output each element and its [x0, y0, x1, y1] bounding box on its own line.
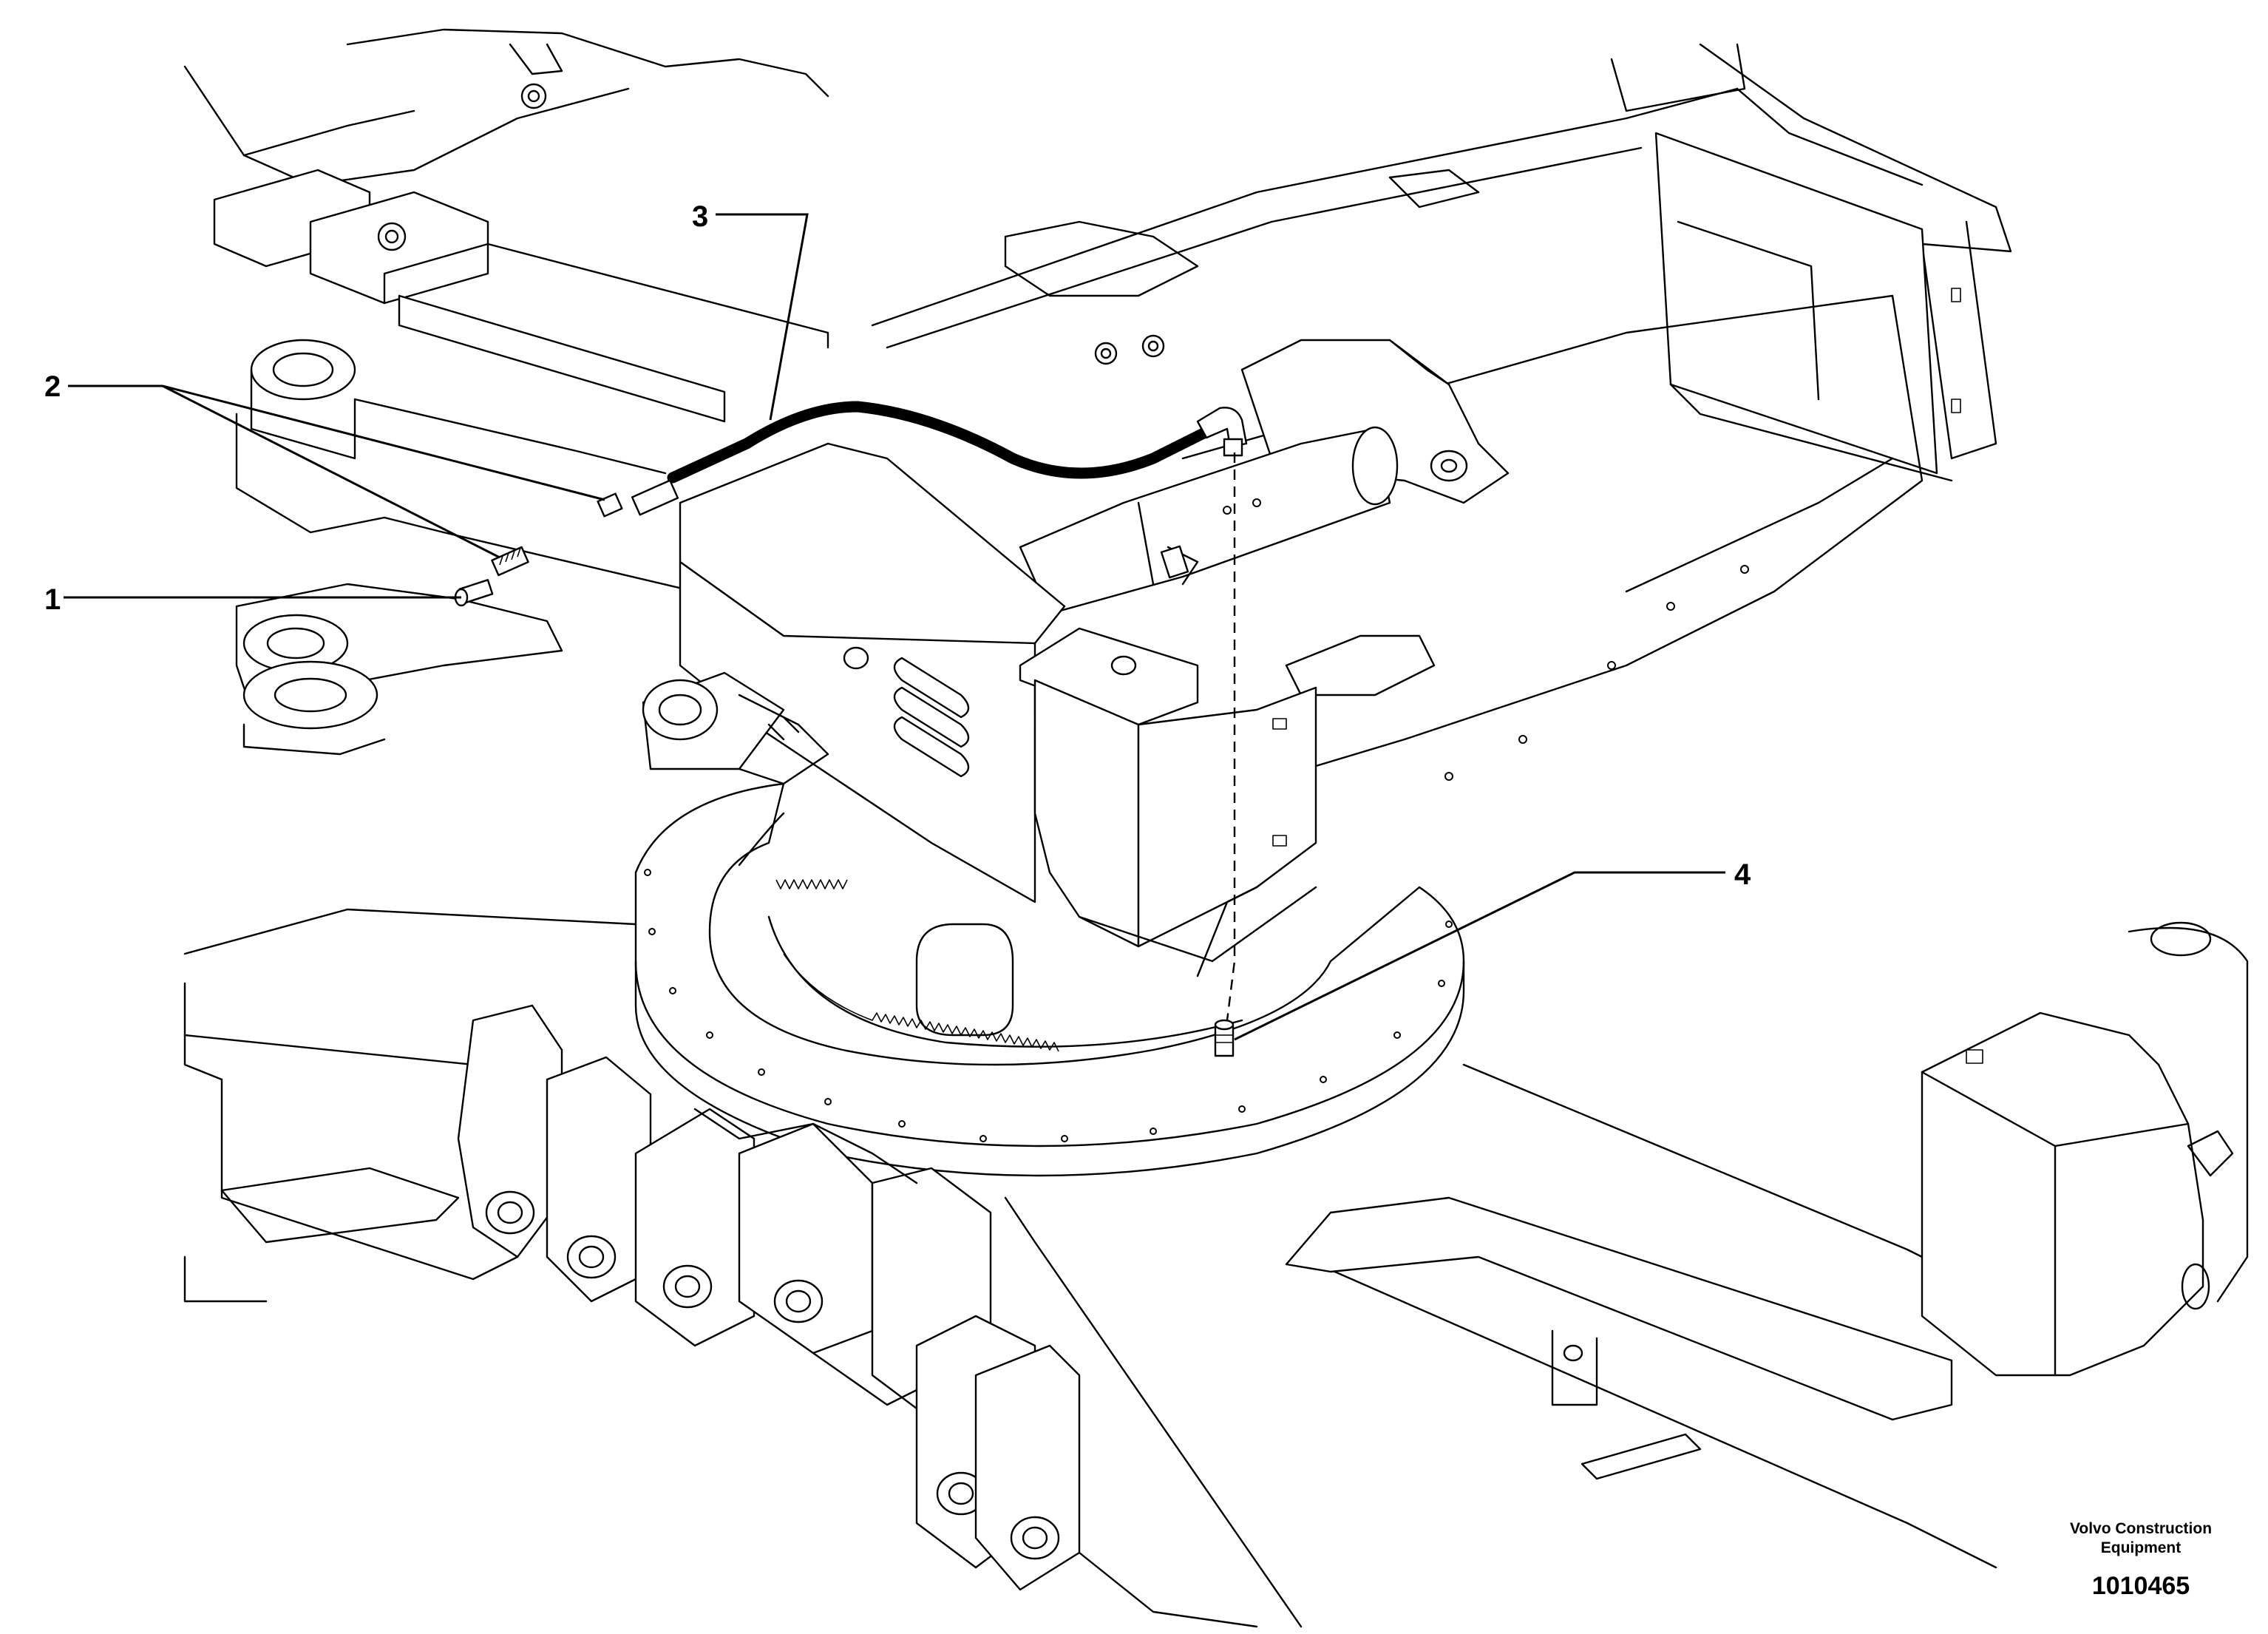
- track-links: [457, 1004, 1258, 1628]
- callout-label-3: 3: [692, 200, 708, 233]
- callout-label-4: 4: [1734, 858, 1751, 891]
- slewing-ring: [634, 782, 1465, 1177]
- deck-holes: [1252, 484, 1749, 781]
- callout-2: 2: [44, 370, 605, 559]
- hose-assembly: [631, 401, 1248, 516]
- ring-bolt-holes: [644, 869, 1453, 1142]
- callout-label-2: 2: [44, 370, 61, 403]
- grease-nipple-1: [454, 579, 494, 607]
- callout-1: 1: [44, 583, 461, 616]
- brand-line-2: Equipment: [2101, 1539, 2182, 1556]
- hydraulic-cylinder: [1019, 426, 1399, 615]
- callout-4: 4: [1234, 858, 1751, 1041]
- hose-end-fitting-left: [631, 479, 679, 516]
- document-number: 1010465: [2092, 1572, 2190, 1600]
- lower-frame: [183, 908, 2249, 1628]
- adapter-nipple-2: [491, 492, 623, 577]
- callout-label-1: 1: [44, 583, 61, 616]
- hydraulic-hose: [667, 401, 1218, 484]
- fitting-4: [1214, 1019, 1235, 1057]
- footer: Volvo Construction Equipment 1010465: [2070, 1520, 2212, 1600]
- clevis-eye: [642, 671, 829, 785]
- upper-frame: [183, 28, 829, 756]
- cover-housing: [679, 442, 1317, 977]
- vent-slots: [893, 657, 970, 778]
- callout-3: 3: [692, 200, 809, 421]
- assembly-line: [1226, 452, 1236, 1021]
- brand-line-1: Volvo Construction: [2070, 1520, 2212, 1537]
